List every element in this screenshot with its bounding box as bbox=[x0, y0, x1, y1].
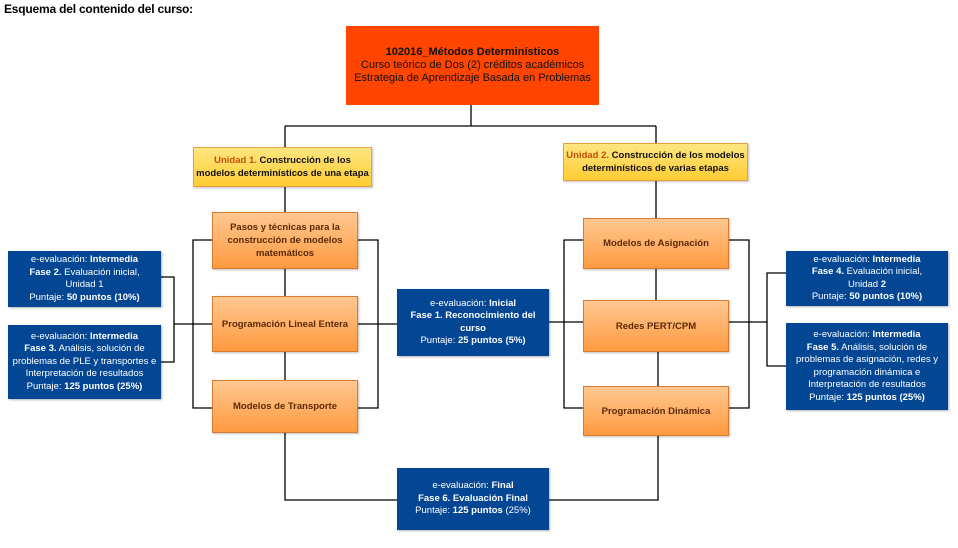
topic-line: Programación Lineal Entera bbox=[221, 318, 349, 330]
eval-score-label: Puntaje: bbox=[415, 505, 453, 517]
evaluation-fase-5: e-evaluación: Intermedia Fase 5. Análisi… bbox=[786, 323, 948, 410]
unit-2-tag: Unidad 2. bbox=[566, 150, 610, 161]
eval-score-label: Puntaje: bbox=[29, 291, 67, 303]
connector-u2-left-bracket bbox=[563, 239, 583, 409]
connector-left-eval-bracket bbox=[161, 276, 175, 363]
connector-bottom-right bbox=[549, 436, 659, 501]
evaluation-fase-2: e-evaluación: Intermedia Fase 2. Evaluac… bbox=[8, 251, 161, 307]
eval-type: Intermedia bbox=[90, 330, 139, 342]
topic-transport-models: Modelos de Transporte bbox=[212, 380, 358, 433]
eval-phase-number: Fase 3. bbox=[24, 343, 57, 355]
eval-phase: Fase 1. Reconocimiento del bbox=[410, 310, 536, 321]
eval-score-label: Puntaje: bbox=[26, 380, 65, 392]
eval-phase: Fase 6. Evaluación Final bbox=[418, 492, 528, 504]
eval-score-percent: (25%) bbox=[502, 505, 531, 517]
topic-pert-cpm: Redes PERT/CPM bbox=[583, 300, 729, 352]
connector-u2-right-bracket bbox=[729, 239, 750, 409]
eval-phase: Evaluación inicial, bbox=[844, 266, 923, 277]
evaluation-fase-4: e-evaluación: Intermedia Fase 4. Evaluac… bbox=[786, 251, 948, 306]
evaluation-fase-3: e-evaluación: Intermedia Fase 3. Análisi… bbox=[8, 325, 161, 399]
topic-integer-linear-programming: Programación Lineal Entera bbox=[212, 296, 358, 352]
unit-2-box: Unidad 2. Construcción de los modelos de… bbox=[563, 143, 748, 181]
eval-score: 50 puntos (10%) bbox=[849, 291, 923, 302]
eval-phase: Análisis, solución de bbox=[839, 341, 928, 353]
topic-line: Programación Dinámica bbox=[601, 405, 711, 417]
eval-score: 125 puntos bbox=[452, 505, 503, 517]
unit-1-title-a: Construcción de los bbox=[256, 155, 351, 166]
eval-phase-cont: Unidad 1 bbox=[65, 279, 104, 290]
unit-1-box: Unidad 1. Construcción de los modelos de… bbox=[193, 147, 372, 187]
topic-line: matemáticos bbox=[255, 248, 315, 259]
eval-score-label: Puntaje: bbox=[420, 335, 458, 346]
eval-phase: Evaluación inicial, bbox=[61, 266, 140, 278]
unit-1-title-b: modelos determinísticos de una etapa bbox=[196, 168, 369, 179]
eval-score: 25 puntos (5%) bbox=[457, 335, 526, 346]
eval-phase-cont: Interpretación de resultados bbox=[808, 379, 926, 390]
course-strategy: Estrategia de Aprendizaje Basada en Prob… bbox=[354, 72, 591, 84]
eval-phase-cont: Interpretación de resultados bbox=[25, 368, 144, 380]
connector-right-eval-bracket bbox=[766, 272, 786, 367]
eval-phase-cont-unit: 2 bbox=[880, 278, 887, 290]
eval-type: Intermedia bbox=[872, 329, 921, 340]
topic-model-construction: Pasos y técnicas para la construcción de… bbox=[212, 212, 358, 269]
eval-score: 50 puntos (10%) bbox=[66, 291, 140, 303]
eval-type: Final bbox=[491, 480, 514, 492]
eval-type: Inicial bbox=[489, 297, 517, 309]
eval-type: Intermedia bbox=[872, 253, 921, 265]
eval-type-label: e-evaluación: bbox=[30, 330, 91, 342]
topic-line: Redes PERT/CPM bbox=[615, 320, 697, 332]
topic-line: construcción de modelos bbox=[227, 235, 343, 246]
page-title: Esquema del contenido del curso: bbox=[4, 2, 193, 16]
eval-type-label: e-evaluación: bbox=[813, 329, 873, 340]
topic-assignment-models: Modelos de Asignación bbox=[583, 218, 729, 269]
eval-phase-number: Fase 5. bbox=[806, 341, 839, 353]
eval-phase-cont: programación dinámica e bbox=[813, 366, 921, 378]
eval-type-label: e-evaluación: bbox=[429, 297, 490, 309]
eval-type-label: e-evaluación: bbox=[30, 254, 91, 265]
eval-score-label: Puntaje: bbox=[809, 391, 847, 403]
eval-phase-cont: problemas de asignación, redes y bbox=[795, 354, 939, 365]
unit-2-title-a: Construcción de los modelos bbox=[609, 150, 745, 161]
course-root-box: 102016_Métodos Determinísticos Curso teó… bbox=[346, 26, 599, 105]
unit-1-tag: Unidad 1. bbox=[214, 155, 257, 166]
eval-phase: Análisis, solución de bbox=[56, 343, 145, 355]
eval-type: Intermedia bbox=[90, 254, 139, 265]
course-name: 102016_Métodos Determinísticos bbox=[385, 46, 560, 58]
eval-phase-number: Fase 4. bbox=[811, 266, 845, 277]
eval-phase-number: Fase 2. bbox=[29, 266, 62, 278]
topic-line: Modelos de Transporte bbox=[233, 401, 337, 412]
unit-2-title-b: determinísticos de varias etapas bbox=[582, 163, 729, 174]
eval-score: 125 puntos (25%) bbox=[64, 380, 143, 392]
eval-phase-cont: curso bbox=[460, 322, 486, 334]
connector-bottom-left bbox=[284, 433, 397, 501]
eval-phase-cont: problemas de PLE y transportes e bbox=[12, 355, 157, 367]
eval-phase-cont: Unidad bbox=[847, 278, 881, 290]
eval-type-label: e-evaluación: bbox=[432, 480, 492, 492]
course-credits: Curso teórico de Dos (2) créditos académ… bbox=[360, 59, 585, 71]
topic-line: Pasos y técnicas para la bbox=[230, 222, 340, 233]
topic-line: Modelos de Asignación bbox=[603, 238, 709, 249]
eval-score-label: Puntaje: bbox=[811, 291, 850, 302]
eval-score: 125 puntos (25%) bbox=[846, 391, 925, 403]
eval-type-label: e-evaluación: bbox=[813, 253, 873, 265]
evaluation-fase-6: e-evaluación: Final Fase 6. Evaluación F… bbox=[397, 468, 549, 530]
evaluation-fase-1: e-evaluación: Inicial Fase 1. Reconocimi… bbox=[397, 289, 549, 356]
topic-dynamic-programming: Programación Dinámica bbox=[583, 386, 729, 436]
